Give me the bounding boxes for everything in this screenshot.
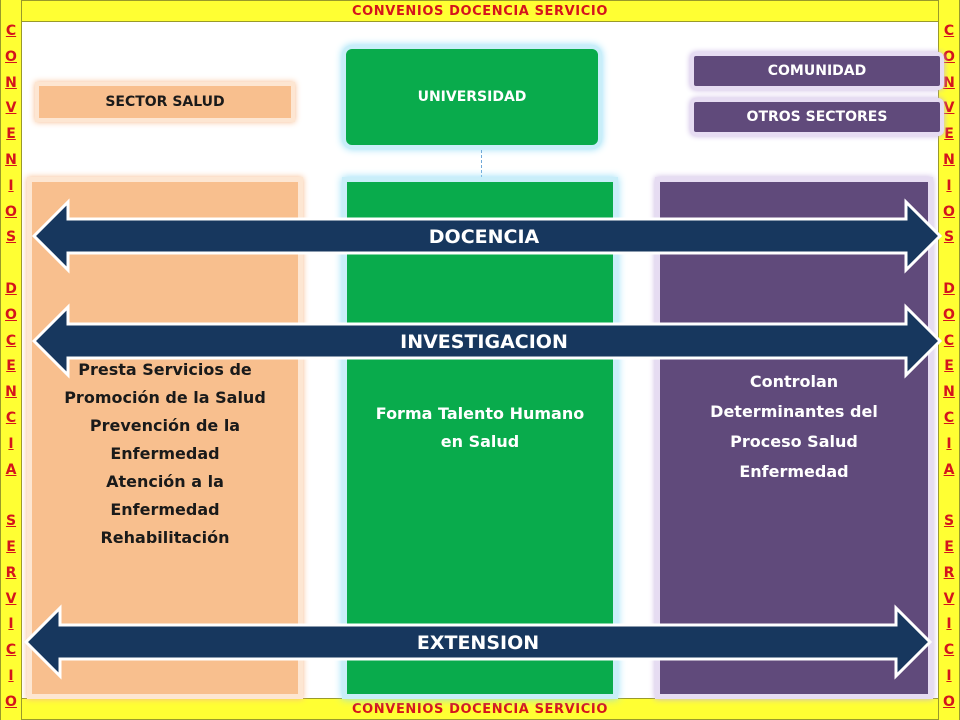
investigacion-arrow-shape <box>31 303 943 379</box>
frame-vertical-letter: S <box>5 229 17 246</box>
sector_salud-line: Enfermedad <box>110 500 220 519</box>
comunidad-line: Enfermedad <box>739 462 849 481</box>
sector-salud-column: Presta Servicios de Promoción de la Salud… <box>27 177 303 699</box>
investigacion-arrow: INVESTIGACION <box>31 303 943 379</box>
frame-vertical-letter: N <box>5 74 17 91</box>
frame-vertical-letter: S <box>943 229 955 246</box>
otros-sectores-label: OTROS SECTORES <box>690 98 944 136</box>
frame-vertical-letter: E <box>944 358 954 375</box>
extension-arrow-label: EXTENSION <box>417 632 539 654</box>
frame-vertical-letter: E <box>6 538 16 555</box>
frame-vertical-letter: O <box>5 203 17 220</box>
comunidad-label: COMUNIDAD <box>690 52 944 90</box>
frame-vertical-letter: C <box>5 23 17 39</box>
frame-vertical-letter: V <box>5 100 17 117</box>
comunidad-line: Controlan <box>749 372 839 391</box>
frame-vertical-letter: A <box>943 461 955 478</box>
extension-arrow-shape <box>23 604 933 680</box>
docencia-arrow-label: DOCENCIA <box>429 226 540 248</box>
frame-vertical-letter: I <box>946 667 952 684</box>
sector_salud-line: Atención a la <box>106 472 224 491</box>
frame-vertical-letter: O <box>943 306 955 323</box>
frame-bottom-title: CONVENIOS DOCENCIA SERVICIO <box>352 701 608 717</box>
frame-vertical-letter: I <box>8 616 14 633</box>
frame-vertical-letter: D <box>5 280 17 297</box>
frame-vertical-letter: C <box>943 23 955 39</box>
frame-vertical-letter: N <box>943 151 955 168</box>
frame-vertical-letter: I <box>946 177 952 194</box>
universidad-description: Forma Talento Humano en Salud <box>368 400 592 456</box>
frame-vertical-letter: O <box>5 48 17 65</box>
sector_salud-line: Enfermedad <box>110 444 220 463</box>
frame-vertical-letter: I <box>8 667 14 684</box>
frame-vertical-letter: O <box>943 48 955 65</box>
frame-vertical-letter: O <box>5 306 17 323</box>
frame-vertical-letter: O <box>943 693 955 710</box>
docencia-arrow-shape <box>31 198 943 274</box>
frame-vertical-letter: V <box>5 590 17 607</box>
frame-vertical-letter: S <box>943 513 955 530</box>
frame-vertical-letter: N <box>943 384 955 401</box>
universidad-line: en Salud <box>440 432 520 451</box>
frame-vertical-letter: N <box>5 151 17 168</box>
investigacion-arrow-label: INVESTIGACION <box>400 331 568 353</box>
sector-salud-label: SECTOR SALUD <box>35 82 295 122</box>
frame-vertical-letter: R <box>5 564 17 581</box>
frame-vertical-letter: E <box>6 358 16 375</box>
frame-vertical-letter: C <box>5 409 17 426</box>
frame-vertical-letter: E <box>6 126 16 143</box>
universidad-column: Forma Talento Humano en Salud <box>342 177 618 699</box>
frame-vertical-letter: C <box>5 332 17 349</box>
frame-top-title: CONVENIOS DOCENCIA SERVICIO <box>352 3 608 19</box>
frame-vertical-letter: A <box>5 461 17 478</box>
sector_salud-line: Promoción de la Salud <box>64 388 266 407</box>
universidad-line: Forma Talento Humano <box>375 404 585 423</box>
frame-vertical-letter: N <box>5 384 17 401</box>
frame-vertical-letter: S <box>5 513 17 530</box>
frame-vertical-letter: E <box>944 126 954 143</box>
frame-vertical-letter: I <box>946 435 952 452</box>
universidad-label: UNIVERSIDAD <box>342 45 602 149</box>
frame-vertical-letter: N <box>943 74 955 91</box>
frame-vertical-letter: I <box>946 616 952 633</box>
sector-salud-description: Presta Servicios de Promoción de la Salud… <box>56 356 274 552</box>
frame-vertical-letter: C <box>5 642 17 659</box>
frame-vertical-letter: O <box>943 203 955 220</box>
frame-top-banner: CONVENIOS DOCENCIA SERVICIO <box>0 0 960 22</box>
frame-vertical-letter: I <box>8 435 14 452</box>
frame-vertical-letter: R <box>943 564 955 581</box>
frame-vertical-letter: E <box>944 538 954 555</box>
frame-vertical-letter: C <box>943 332 955 349</box>
sector_salud-line: Rehabilitación <box>100 528 230 547</box>
docencia-arrow: DOCENCIA <box>31 198 943 274</box>
universidad-connector <box>481 150 482 178</box>
frame-vertical-letter: C <box>943 642 955 659</box>
frame-vertical-letter: O <box>5 693 17 710</box>
frame-vertical-letter: V <box>943 590 955 607</box>
frame-vertical-letter: V <box>943 100 955 117</box>
frame-vertical-letter: C <box>943 409 955 426</box>
comunidad-line: Determinantes del <box>710 402 878 421</box>
frame-vertical-letter: D <box>943 280 955 297</box>
extension-arrow: EXTENSION <box>23 604 933 680</box>
sector_salud-line: Prevención de la <box>89 416 241 435</box>
comunidad-line: Proceso Salud <box>730 432 858 451</box>
frame-vertical-letter: I <box>8 177 14 194</box>
sector_salud-line: Presta Servicios de <box>78 360 252 379</box>
